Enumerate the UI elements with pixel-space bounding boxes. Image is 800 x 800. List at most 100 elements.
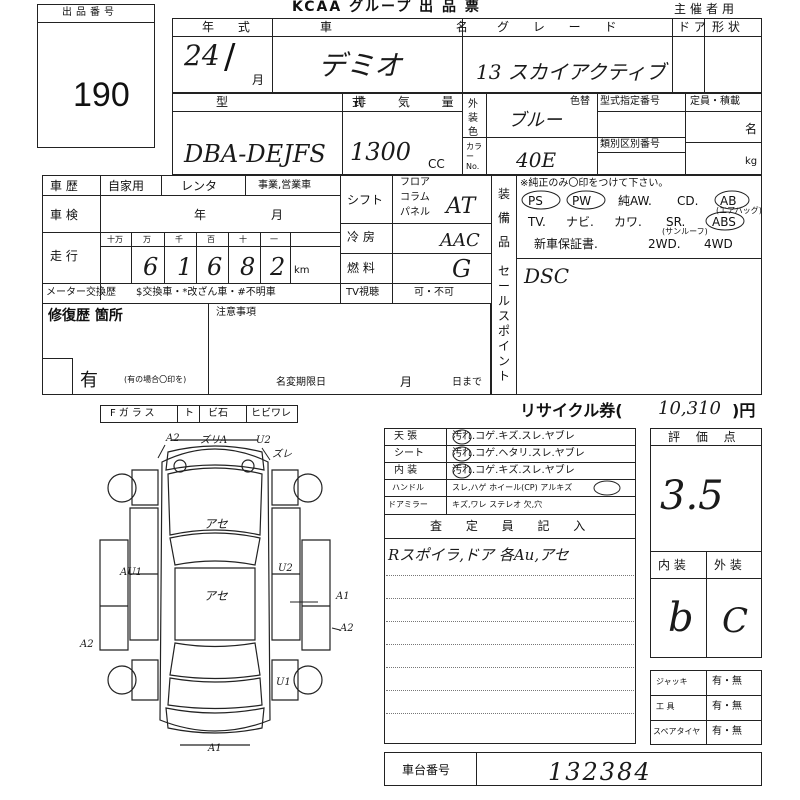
cond-handle-options: スレ,ハゲ ホイール(CP) アルキズ bbox=[452, 483, 573, 492]
equip-2wd: 2WD. bbox=[648, 237, 681, 251]
meter-change-label: メーター交換歴 bbox=[46, 287, 116, 298]
cond-mirror-label: ドアミラー bbox=[388, 500, 428, 509]
equip-alloy: 純AW. bbox=[618, 194, 652, 208]
door-label: ド ア bbox=[678, 20, 706, 34]
cond-seat-label: シート bbox=[394, 448, 424, 459]
mark-scratch-top: ズリA bbox=[200, 435, 228, 446]
deadline-month: 月 bbox=[400, 375, 413, 389]
equip-cd: CD. bbox=[677, 194, 699, 208]
mark-a2-left: A2 bbox=[80, 639, 94, 650]
cond-ceiling-label: 天 張 bbox=[394, 431, 418, 442]
acc-jack-label: ジャッキ bbox=[656, 677, 688, 686]
history-label: 車 歴 bbox=[50, 179, 78, 193]
year-slash: / bbox=[224, 37, 236, 77]
year-value: 24 bbox=[184, 39, 220, 72]
shift-value: AT bbox=[446, 194, 476, 219]
shift-option-column: コラム bbox=[400, 192, 430, 203]
organizer-label: 主催者用 bbox=[674, 2, 739, 16]
equipment-side-label: 装備品 bbox=[498, 187, 511, 249]
digit-label-100: 百 bbox=[207, 235, 215, 244]
deadline-label: 名変期限日 bbox=[276, 377, 326, 388]
equip-airbag-note: (エアバッグ) bbox=[716, 206, 762, 215]
mark-a1-bottom: A1 bbox=[208, 743, 222, 754]
ac-value: AAC bbox=[440, 230, 480, 251]
group-title: KCAA グループ 出 品 票 bbox=[292, 0, 481, 15]
mark-ase-front: アセ bbox=[204, 517, 228, 531]
score-label: 評 価 点 bbox=[668, 430, 742, 444]
acc-spare-label: スペアタイヤ bbox=[653, 727, 701, 736]
category-label: 類別区別番号 bbox=[600, 139, 660, 150]
repair-note: (有の場合〇印を) bbox=[124, 375, 187, 384]
fuel-label: 燃 料 bbox=[347, 261, 375, 275]
equip-leather: カワ. bbox=[614, 215, 642, 229]
car-name-value: デミオ bbox=[318, 49, 403, 82]
digit-label-100k: 十万 bbox=[107, 235, 123, 244]
row2-frame bbox=[172, 93, 762, 175]
equip-ps: PS bbox=[528, 194, 543, 208]
inspection-label: 車 検 bbox=[50, 208, 78, 222]
shift-option-panel: パネル bbox=[400, 207, 430, 218]
glass-option-crack: ヒビワレ bbox=[251, 408, 291, 419]
year-label: 年 式 bbox=[202, 20, 260, 34]
mileage-digit-100: 6 bbox=[207, 253, 223, 281]
acc-spare-value: 有・無 bbox=[712, 726, 742, 737]
sales-point-label: セールスポイント bbox=[498, 264, 511, 383]
repair-frame bbox=[42, 303, 491, 395]
displacement-value: 1300 bbox=[350, 138, 412, 166]
color-value: ブルー bbox=[508, 110, 562, 131]
grade-value: 13 スカイアクティブ bbox=[476, 60, 666, 84]
equip-navi: ナビ. bbox=[566, 215, 594, 229]
recycle-unit: )円 bbox=[732, 401, 756, 420]
chassis-frame bbox=[384, 752, 762, 786]
mileage-label: 走 行 bbox=[50, 249, 78, 263]
inspection-month-unit: 月 bbox=[271, 208, 284, 222]
mark-au1-left: AU1 bbox=[120, 567, 143, 578]
row1-frame bbox=[172, 18, 762, 93]
mark-a2-top: A2 bbox=[166, 433, 180, 444]
mileage-digit-10k: 6 bbox=[143, 253, 159, 281]
deadline-day: 日まで bbox=[452, 377, 482, 388]
history-option-rental: レンタ bbox=[181, 179, 218, 193]
cond-mirror-options: キズ,ワレ ステレオ 欠,穴 bbox=[452, 500, 543, 509]
shift-label: シフト bbox=[347, 193, 384, 207]
type-designation-label: 型式指定番号 bbox=[600, 96, 660, 107]
equip-sunroof-note: (サンルーフ) bbox=[662, 227, 708, 236]
exterior-color-label: 外装色 bbox=[468, 99, 478, 138]
mark-u1-right: U1 bbox=[276, 677, 291, 688]
mileage-digit-1: 2 bbox=[270, 253, 286, 281]
digit-label-1k: 千 bbox=[175, 235, 183, 244]
score-value: 3.5 bbox=[660, 473, 724, 519]
cond-interior-options: 汚れ.コゲ.キズ.スレ.ヤブレ bbox=[452, 465, 575, 476]
exterior-score: C bbox=[722, 601, 749, 641]
caution-label: 注意事項 bbox=[216, 307, 256, 318]
interior-label: 内 装 bbox=[658, 558, 686, 572]
tv-label: TV視聴 bbox=[346, 287, 379, 298]
lot-number-box bbox=[37, 4, 155, 148]
acc-tool-value: 有・無 bbox=[712, 701, 742, 712]
acc-tool-label: 工 具 bbox=[656, 702, 675, 711]
digit-label-10k: 万 bbox=[143, 235, 151, 244]
kg-unit: kg bbox=[745, 156, 758, 167]
history-option-business: 事業,営業車 bbox=[258, 180, 312, 191]
chassis-label: 車台番号 bbox=[402, 763, 451, 777]
digit-label-10: 十 bbox=[239, 235, 247, 244]
persons-unit: 名 bbox=[745, 122, 758, 136]
shape-label: 形 状 bbox=[712, 20, 740, 34]
recycle-value: 10,310 bbox=[658, 398, 721, 419]
mark-ase-roof: アセ bbox=[204, 589, 228, 603]
repair-value: 有 bbox=[80, 370, 98, 391]
cond-handle-label: ハンドル bbox=[392, 483, 424, 492]
cc-unit: CC bbox=[428, 157, 445, 171]
meter-change-options: $交換車・*改ざん車・#不明車 bbox=[136, 287, 276, 298]
cond-ceiling-options: 汚れ.コゲ.キズ.スレ.ヤブレ bbox=[452, 431, 575, 442]
cond-interior-label: 内 装 bbox=[394, 465, 418, 476]
year-month-unit: 月 bbox=[252, 73, 265, 87]
shift-option-floor: フロア bbox=[400, 177, 430, 188]
chassis-value: 132384 bbox=[548, 758, 652, 786]
mark-a2-right: A2 bbox=[340, 623, 354, 634]
displacement-label: 排 気 量 bbox=[354, 95, 468, 109]
equipment-note: ※純正のみ〇印をつけて下さい。 bbox=[520, 178, 669, 189]
inspector-label: 査 定 員 記 入 bbox=[430, 519, 596, 533]
